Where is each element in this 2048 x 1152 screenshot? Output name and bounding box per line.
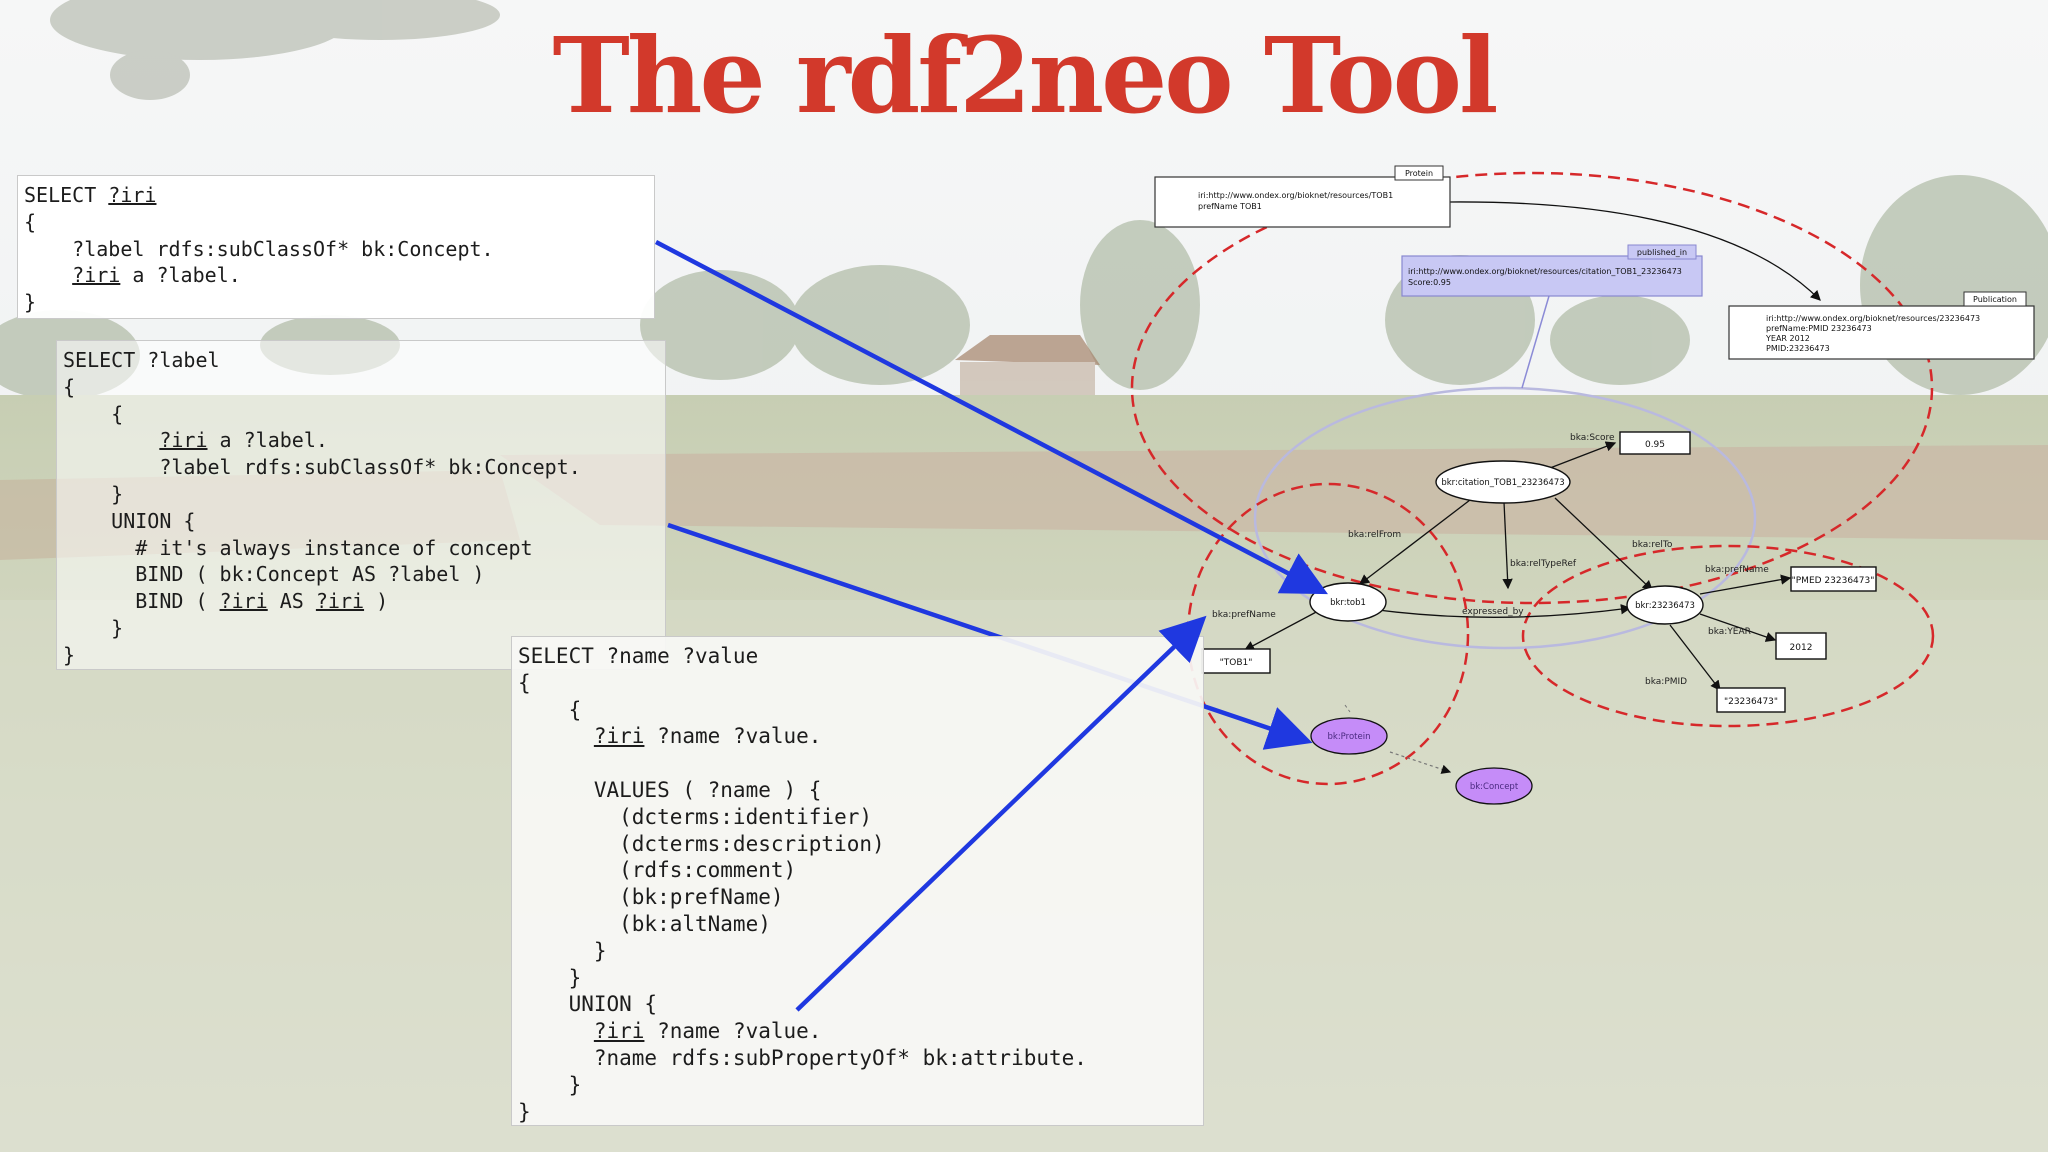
code-line: } <box>63 642 76 667</box>
code-line: (dcterms:identifier) <box>518 804 873 829</box>
code-line: } <box>24 290 37 315</box>
code-line: VALUES ( ?name ) { <box>518 777 822 802</box>
code-line: { <box>518 697 582 722</box>
code-line: ?label rdfs:subClassOf* bk:Concept. <box>63 455 581 480</box>
code-line: ?iri a ?label. <box>159 428 328 453</box>
code-line: (rdfs:comment) <box>518 858 797 883</box>
code-line: { <box>63 401 124 426</box>
slide-title: The rdf2neo Tool <box>552 14 1498 137</box>
code-line: ?name rdfs:subPropertyOf* bk:attribute. <box>518 1045 1087 1070</box>
sparql-query-iri: SELECT ?iri{ ?label rdfs:subClassOf* bk:… <box>17 175 655 319</box>
code-line: { <box>24 209 37 234</box>
code-line: ?iri a ?label. <box>72 263 241 288</box>
variable-iri: ?iri <box>219 589 268 614</box>
code-line: ?label rdfs:subClassOf* bk:Concept. <box>24 236 494 261</box>
code-line: SELECT ?iri <box>24 183 157 207</box>
code-line: (bk:prefName) <box>518 885 784 910</box>
code-line: } <box>518 965 582 990</box>
code-line: } <box>63 481 124 506</box>
code-line: ?iri ?name ?value. <box>593 1019 822 1044</box>
code-line: BIND ( ?iri AS ?iri ) <box>63 589 389 614</box>
variable-iri: ?iri <box>593 724 645 749</box>
code-line: } <box>518 938 607 963</box>
code-line: { <box>518 670 531 695</box>
code-line: ?iri ?name ?value. <box>593 724 822 749</box>
variable-iri: ?iri <box>159 428 208 453</box>
code-line: (dcterms:description) <box>518 831 885 856</box>
code-line: } <box>518 1099 531 1124</box>
sparql-query-label: SELECT ?label{ { ?iri a ?label. ?label r… <box>56 340 666 670</box>
variable-iri: ?iri <box>593 1019 645 1044</box>
code-line: } <box>518 1072 582 1097</box>
code-line: UNION { <box>518 992 658 1017</box>
code-line: SELECT ?label <box>63 348 220 372</box>
code-line: } <box>63 615 124 640</box>
code-line: # it's always instance of concept <box>63 535 533 560</box>
variable-iri: ?iri <box>315 589 365 614</box>
code-line: (bk:altName) <box>518 911 771 936</box>
code-line: UNION { <box>63 508 196 533</box>
code-line: BIND ( bk:Concept AS ?label ) <box>63 562 485 587</box>
variable-iri: ?iri <box>72 263 121 288</box>
variable-iri: ?iri <box>108 183 157 207</box>
code-line: { <box>63 374 76 399</box>
sparql-query-attributes: SELECT ?name ?value{ { ?iri ?name ?value… <box>511 636 1204 1126</box>
code-line <box>518 750 1203 777</box>
code-line: SELECT ?name ?value <box>518 644 759 668</box>
